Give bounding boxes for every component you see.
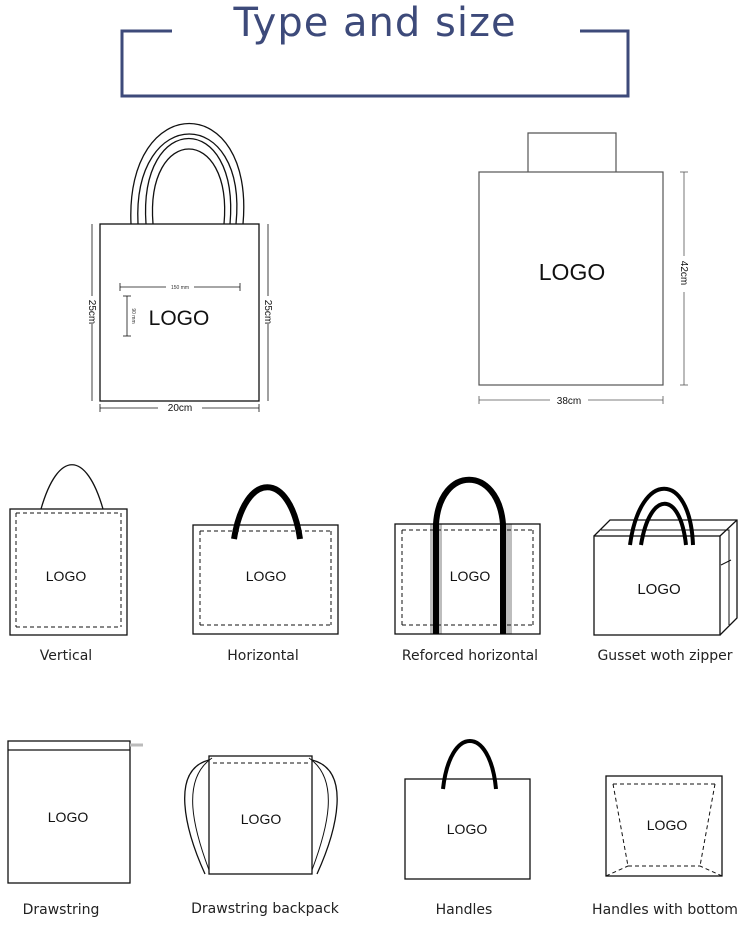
bag-type-drawstring-backpack: LOGO Drawstring backpack — [184, 755, 340, 917]
bag-width-label: 38cm — [557, 396, 581, 407]
bag-type-drawstring: LOGO Drawstring — [7, 740, 143, 918]
reinforced-logo: LOGO — [450, 568, 491, 584]
logo-height-label: 90 mm — [130, 308, 136, 323]
bag-type-handles-with-bottom: LOGO Handles with bottom — [592, 775, 738, 918]
caption-horizontal: Horizontal — [227, 648, 298, 664]
page-title: Type and size — [232, 0, 516, 46]
bag-type-horizontal: LOGO Horizontal — [192, 484, 339, 664]
caption-gusset-with-zipper: Gusset woth zipper — [597, 648, 732, 664]
bag-type-vertical: LOGO Vertical — [9, 464, 128, 664]
caption-drawstring: Drawstring — [23, 902, 100, 918]
bag-logo: LOGO — [539, 259, 605, 285]
bag-type-handles: LOGO Handles — [404, 739, 531, 918]
bag-height-label: 42cm — [678, 261, 689, 285]
tote-width-label: 20cm — [168, 403, 192, 414]
shopping-bag-dimensioned — [478, 132, 664, 386]
bag-dimension-lines — [478, 171, 688, 404]
drawstring-logo: LOGO — [48, 809, 89, 825]
handles-logo: LOGO — [447, 821, 488, 837]
caption-reinforced-horizontal: Reforced horizontal — [402, 648, 538, 664]
bottom-logo: LOGO — [647, 817, 688, 833]
gusset-logo: LOGO — [637, 581, 680, 598]
caption-drawstring-backpack: Drawstring backpack — [191, 901, 340, 917]
bag-type-gusset-with-zipper: LOGO Gusset woth zipper — [593, 486, 738, 664]
horizontal-logo: LOGO — [246, 568, 287, 584]
logo-width-label: 150 mm — [171, 285, 189, 291]
caption-vertical: Vertical — [40, 648, 92, 664]
caption-handles-with-bottom: Handles with bottom — [592, 902, 738, 918]
tote-height-label-left: 25cm — [86, 300, 97, 324]
header-frame — [120, 29, 630, 98]
tote-logo: LOGO — [149, 307, 210, 330]
vertical-logo: LOGO — [46, 568, 87, 584]
tote-height-label-right: 25cm — [262, 300, 273, 324]
tote-bag-dimensioned — [99, 122, 260, 402]
backpack-logo: LOGO — [241, 811, 282, 827]
caption-handles: Handles — [436, 902, 493, 918]
bag-type-reinforced-horizontal: LOGO Reforced horizontal — [394, 476, 541, 664]
